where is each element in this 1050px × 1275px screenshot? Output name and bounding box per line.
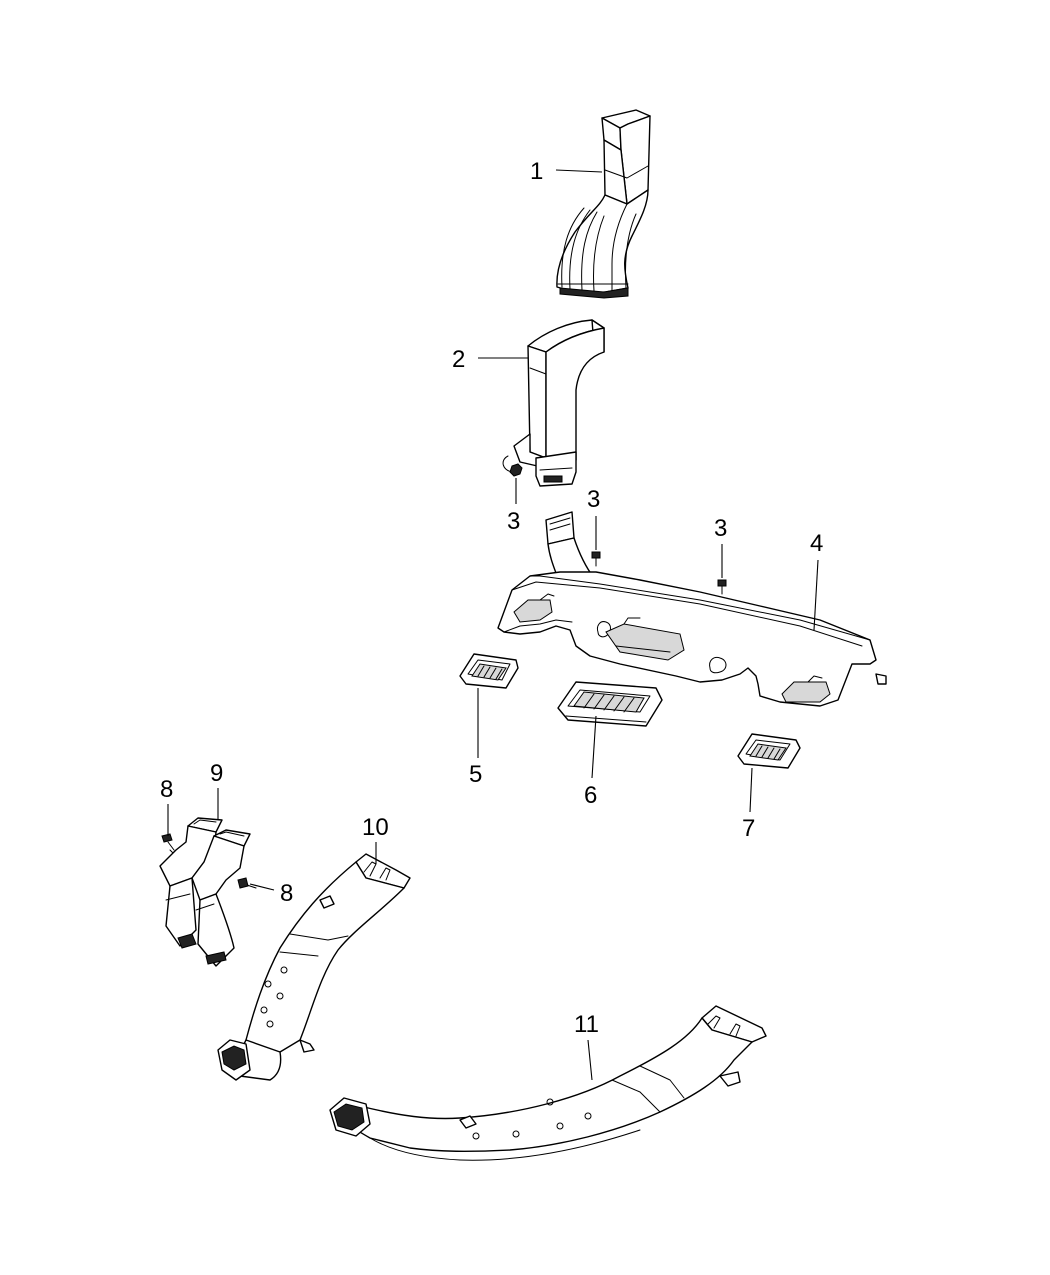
leader-8b <box>249 883 275 891</box>
callout-3a: 3 <box>507 508 520 535</box>
leader-4 <box>813 559 819 631</box>
callout-11: 11 <box>574 1011 599 1038</box>
callout-2: 2 <box>452 346 465 373</box>
part-3-fastener-a <box>509 463 523 477</box>
part-6-vent-grille <box>557 681 663 727</box>
callout-9: 9 <box>210 760 223 787</box>
callout-10: 10 <box>362 814 389 841</box>
part-10-floor-duct <box>217 853 411 1081</box>
callout-7: 7 <box>742 815 755 842</box>
callout-3b: 3 <box>587 486 600 513</box>
leader-7 <box>749 767 753 813</box>
part-9-twin-ducts <box>159 817 251 967</box>
leader-6 <box>591 715 597 779</box>
part-1-upper-duct <box>556 109 651 299</box>
callout-labels: 1 2 3 3 3 4 5 6 7 8 8 9 10 11 <box>160 158 823 1038</box>
part-11-long-floor-duct <box>329 1005 767 1161</box>
leader-1 <box>555 169 603 173</box>
callout-4: 4 <box>810 530 823 557</box>
part-3-fastener-b <box>591 551 601 567</box>
leader-lines <box>167 169 819 1081</box>
callout-8a: 8 <box>160 776 173 803</box>
part-2-duct-elbow <box>502 319 605 487</box>
callout-5: 5 <box>469 761 482 788</box>
part-8-screw-b <box>237 877 257 889</box>
part-5-vent-grille <box>459 653 519 689</box>
leader-11 <box>587 1039 593 1081</box>
callout-6: 6 <box>584 782 597 809</box>
part-3-fastener-c <box>717 579 727 595</box>
callout-8b: 8 <box>280 880 293 907</box>
part-4-distribution-panel <box>497 511 887 707</box>
part-7-vent-grille <box>737 733 801 769</box>
callout-3c: 3 <box>714 515 727 542</box>
callout-1: 1 <box>530 158 543 185</box>
